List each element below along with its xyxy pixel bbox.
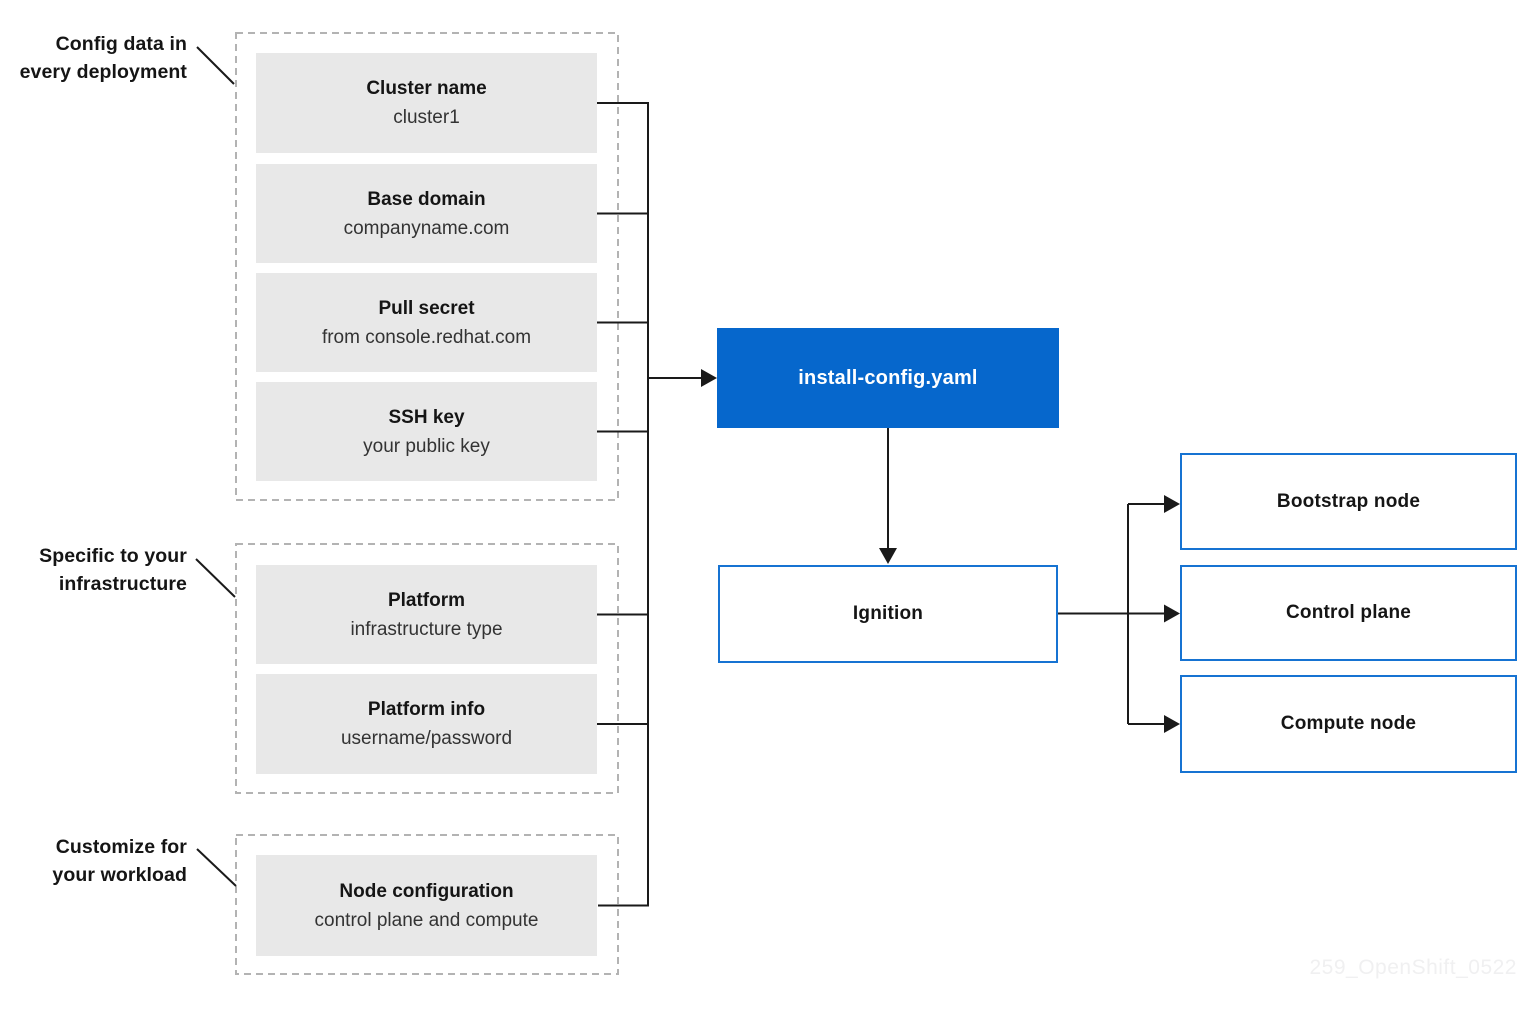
control-plane-box: Control plane [1180,565,1517,661]
box-title: Pull secret [378,297,475,319]
box-subtitle: control plane and compute [314,909,539,931]
box-title: Platform info [367,699,486,720]
annotation-customize-workload: Customize for your workload [0,833,187,889]
arrowhead-control-plane [1164,604,1180,623]
box-platform: Platform infrastructure type [256,565,597,664]
box-cluster-name: Cluster name cluster1 [256,53,597,153]
box-title: SSH key [388,406,465,428]
arrowhead-ignition [879,548,897,564]
annotation-line: your workload [52,864,187,886]
install-config-yaml-box: install-config.yaml [717,328,1059,428]
box-subtitle: from console.redhat.com [321,326,532,348]
ignition-label: Ignition [852,603,924,624]
install-config-yaml-label: install-config.yaml [798,366,978,389]
annotation-pointer-line [195,558,236,598]
box-subtitle: infrastructure type [350,618,503,640]
annotation-config-data: Config data in every deployment [0,30,187,86]
box-node-configuration: Node configuration control plane and com… [256,855,597,956]
bootstrap-node-box: Bootstrap node [1180,453,1517,550]
bootstrap-node-label: Bootstrap node [1276,490,1421,512]
box-title: Base domain [367,188,486,210]
box-subtitle: username/password [340,728,513,749]
arrowhead-compute [1164,715,1180,733]
box-title: Cluster name [366,78,487,99]
annotation-specific-infrastructure: Specific to your infrastructure [0,542,187,598]
annotation-pointer-line [196,46,235,85]
box-ssh-key: SSH key your public key [256,382,597,481]
annotation-line: Specific to your [39,545,187,567]
box-subtitle: companyname.com [343,217,510,239]
box-base-domain: Base domain companyname.com [256,164,597,263]
box-title: Node configuration [339,880,514,902]
box-title: Platform [387,589,466,611]
box-subtitle: your public key [363,435,490,457]
control-plane-label: Control plane [1285,602,1412,623]
ignition-box: Ignition [718,565,1058,663]
annotation-pointer-line [196,848,237,887]
annotation-line: Customize for [55,836,187,858]
box-subtitle: cluster1 [393,107,460,128]
box-pull-secret: Pull secret from console.redhat.com [256,273,597,372]
compute-node-box: Compute node [1180,675,1517,773]
box-platform-info: Platform info username/password [256,674,597,774]
watermark-text: 259_OpenShift_0522 [1309,956,1517,979]
annotation-line: every deployment [19,61,187,83]
annotation-line: infrastructure [58,573,187,595]
arrowhead-install-config [701,369,717,387]
arrowhead-bootstrap [1164,495,1180,513]
annotation-line: Config data in [55,33,187,55]
compute-node-label: Compute node [1280,713,1417,734]
